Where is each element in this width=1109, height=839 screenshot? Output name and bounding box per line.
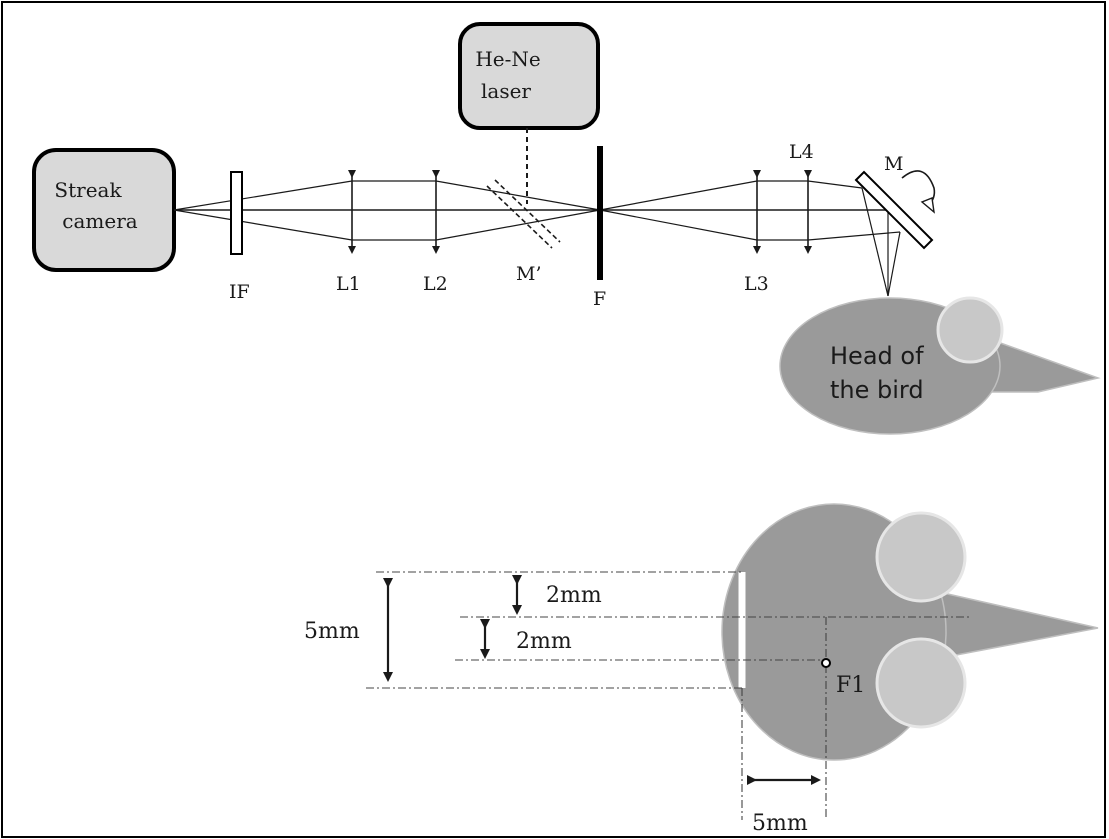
- beak-side: [989, 338, 1101, 393]
- label-M: M: [884, 153, 903, 175]
- guide-lines: [366, 571, 970, 820]
- label-L2: L2: [423, 273, 448, 295]
- eye-top-lower: [875, 637, 967, 729]
- streak-camera-label-1: Streak: [54, 178, 122, 202]
- label-5mm-bottom: 5mm: [752, 811, 808, 836]
- bird-head-side: Head of the bird: [779, 296, 1101, 435]
- head-label-2: the bird: [830, 376, 924, 404]
- label-F: F: [593, 288, 606, 310]
- label-M-prime: M’: [516, 263, 542, 285]
- eye-side: [936, 296, 1004, 364]
- label-5mm-left: 5mm: [304, 619, 360, 644]
- bird-head-top: [721, 503, 1099, 761]
- eye-top-upper: [875, 511, 967, 603]
- streak-camera: Streak camera: [32, 148, 176, 272]
- label-L3: L3: [744, 273, 769, 295]
- streak-camera-label-2: camera: [62, 209, 137, 233]
- mirror-M: [854, 170, 934, 250]
- beam-envelope: [173, 180, 901, 297]
- laser-label-2: laser: [481, 79, 531, 103]
- dimension-arrows: [383, 575, 821, 785]
- label-L4: L4: [789, 141, 814, 163]
- laser-label-1: He-Ne: [475, 47, 540, 71]
- label-L1: L1: [336, 273, 361, 295]
- head-label-1: Head of: [830, 342, 924, 370]
- label-F1: F1: [836, 673, 865, 698]
- label-IF: IF: [229, 281, 250, 303]
- beak-top: [929, 589, 1099, 661]
- focus-point-F1: [821, 658, 831, 668]
- interference-filter: [230, 171, 243, 255]
- label-2mm-lower: 2mm: [516, 629, 572, 654]
- beam-splitter: [486, 179, 561, 249]
- laser: He-Ne laser: [458, 22, 600, 130]
- rotate-arrow-icon: [901, 170, 936, 214]
- lenses: [348, 170, 812, 254]
- label-2mm-upper: 2mm: [546, 583, 602, 608]
